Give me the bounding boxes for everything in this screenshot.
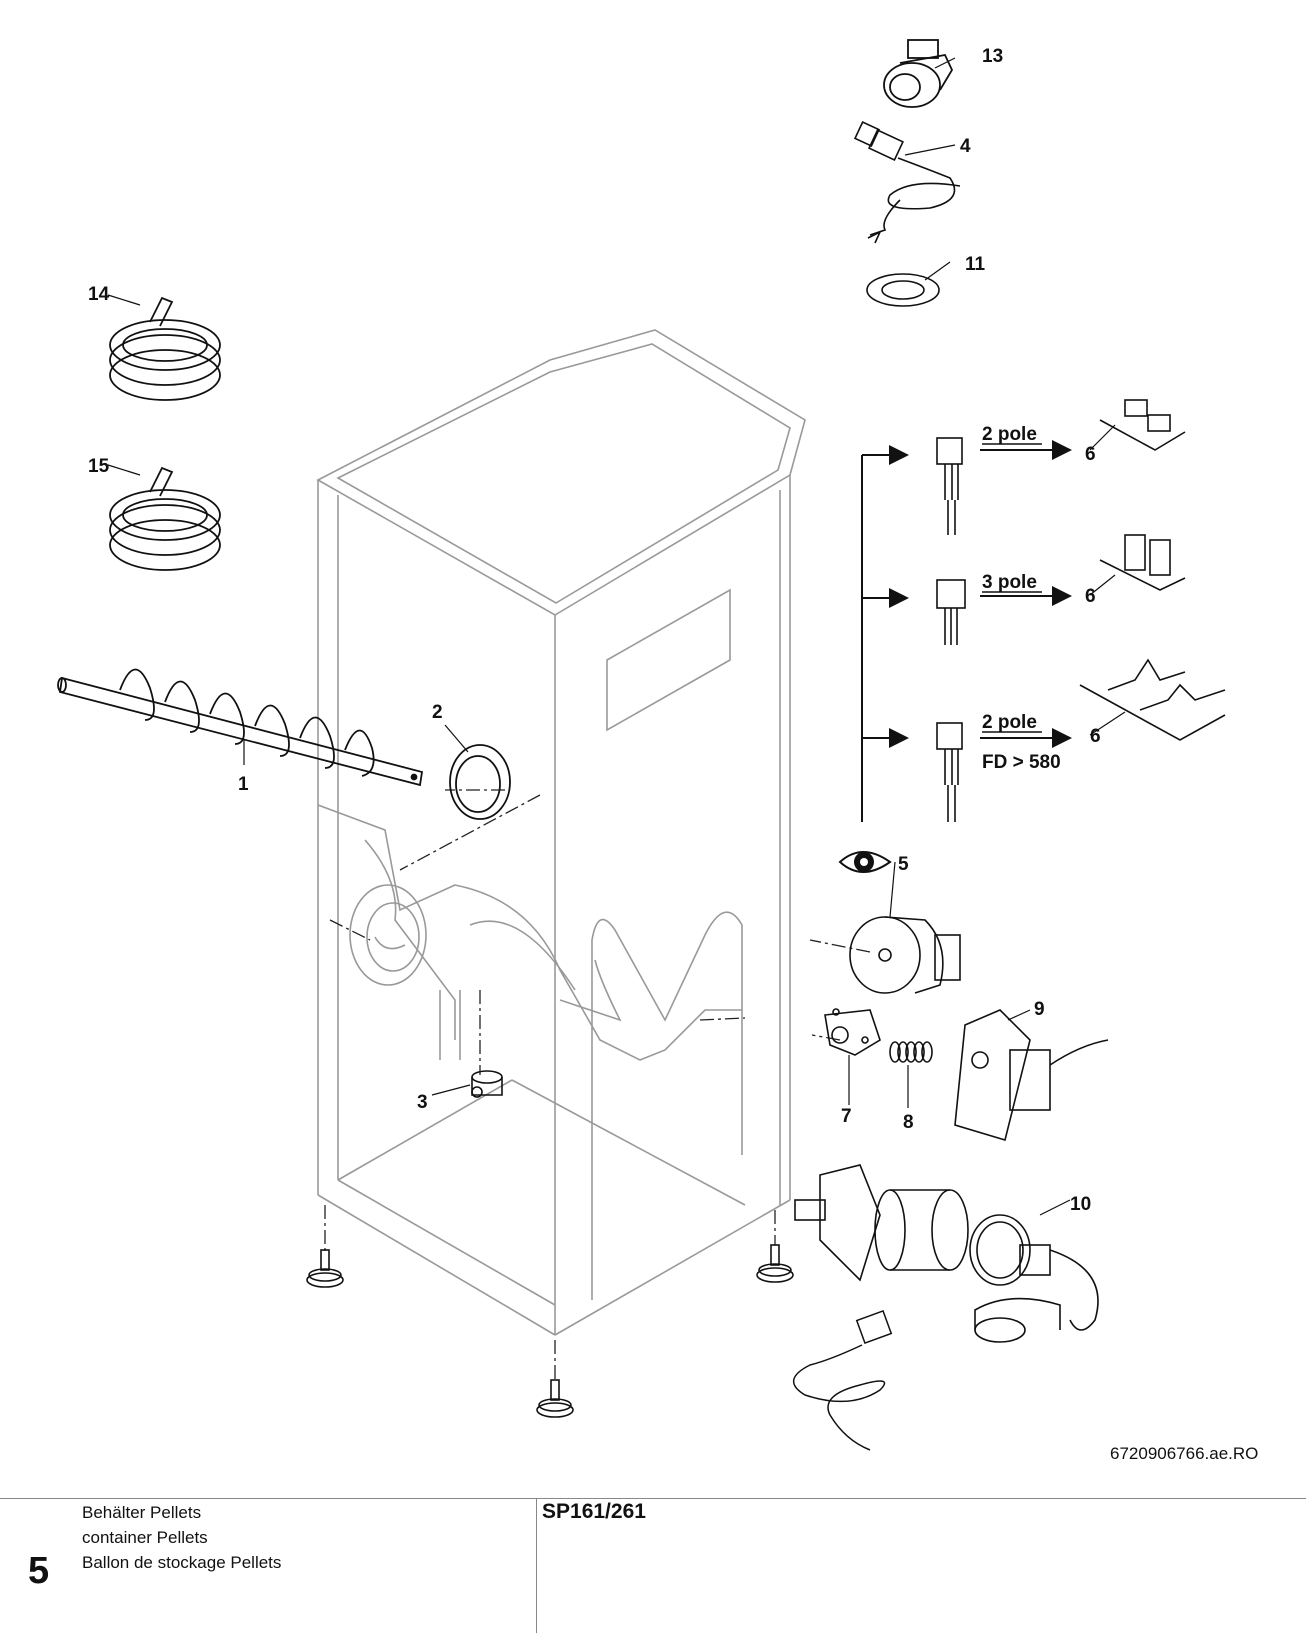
part-label-1: 1 [238,774,249,795]
leader-lines [107,57,1126,1216]
part-label-10: 10 [1070,1194,1091,1215]
section-titles: Behälter Pellets container Pellets Ballo… [82,1500,281,1575]
part-label-8: 8 [903,1112,914,1133]
cable-harness [793,1309,893,1451]
clip-part [471,1070,503,1098]
pellet-container [316,329,806,1336]
footer-divider [536,1498,537,1633]
coiled-hose-14 [109,296,221,401]
variant-tree [861,440,1072,822]
carbon-brushes [1079,399,1226,741]
title-german: Behälter Pellets [82,1503,202,1522]
auger-screw [57,668,424,787]
part-label-4: 4 [960,136,971,157]
assembly-lines [324,789,871,1380]
exploded-parts-diagram: 14 15 1 2 3 13 4 11 6 6 6 5 9 7 8 10 2 p… [57,39,1226,1451]
part-label-13: 13 [982,46,1003,67]
part-label-6-a: 6 [1085,444,1096,465]
title-french: Ballon de stockage Pellets [82,1553,282,1572]
variant-note-fd: FD > 580 [982,752,1061,773]
part-label-5: 5 [898,854,909,875]
leveling-feet [306,1244,794,1418]
ring-gasket [449,744,511,820]
hose-clamp [883,39,954,108]
section-number: 5 [28,1550,50,1592]
part-label-15: 15 [88,456,110,477]
eye-icon [838,851,892,873]
part-label-7: 7 [841,1106,852,1127]
compression-spring [889,1041,933,1063]
fan-motor [849,916,961,994]
variant-label-2-pole: 2 pole [982,424,1037,445]
title-english: container Pellets [82,1528,208,1547]
part-label-6-c: 6 [1090,726,1101,747]
part-label-11: 11 [965,254,986,275]
connector-plugs [936,437,966,822]
variant-label-3-pole: 3 pole [982,572,1037,593]
drawing-id-code: 6720906766.ae.RO [1110,1444,1259,1463]
part-label-14: 14 [88,284,110,305]
footer-rule [0,1498,1306,1499]
auger-inlet [349,884,461,1060]
flat-washer [866,273,940,307]
part-label-9: 9 [1034,999,1045,1020]
part-label-6-b: 6 [1085,586,1096,607]
flange-bearing [824,1008,881,1056]
geared-motor [954,1009,1109,1142]
model-number: SP161/261 [542,1500,646,1523]
coiled-hose-15 [109,466,221,571]
part-label-2: 2 [432,702,443,723]
sensor-with-cable [853,120,961,244]
gear-motor-capacitor [794,1164,1099,1343]
variant-label-2-pole-fd: 2 pole [982,712,1037,733]
part-label-3: 3 [417,1092,428,1113]
